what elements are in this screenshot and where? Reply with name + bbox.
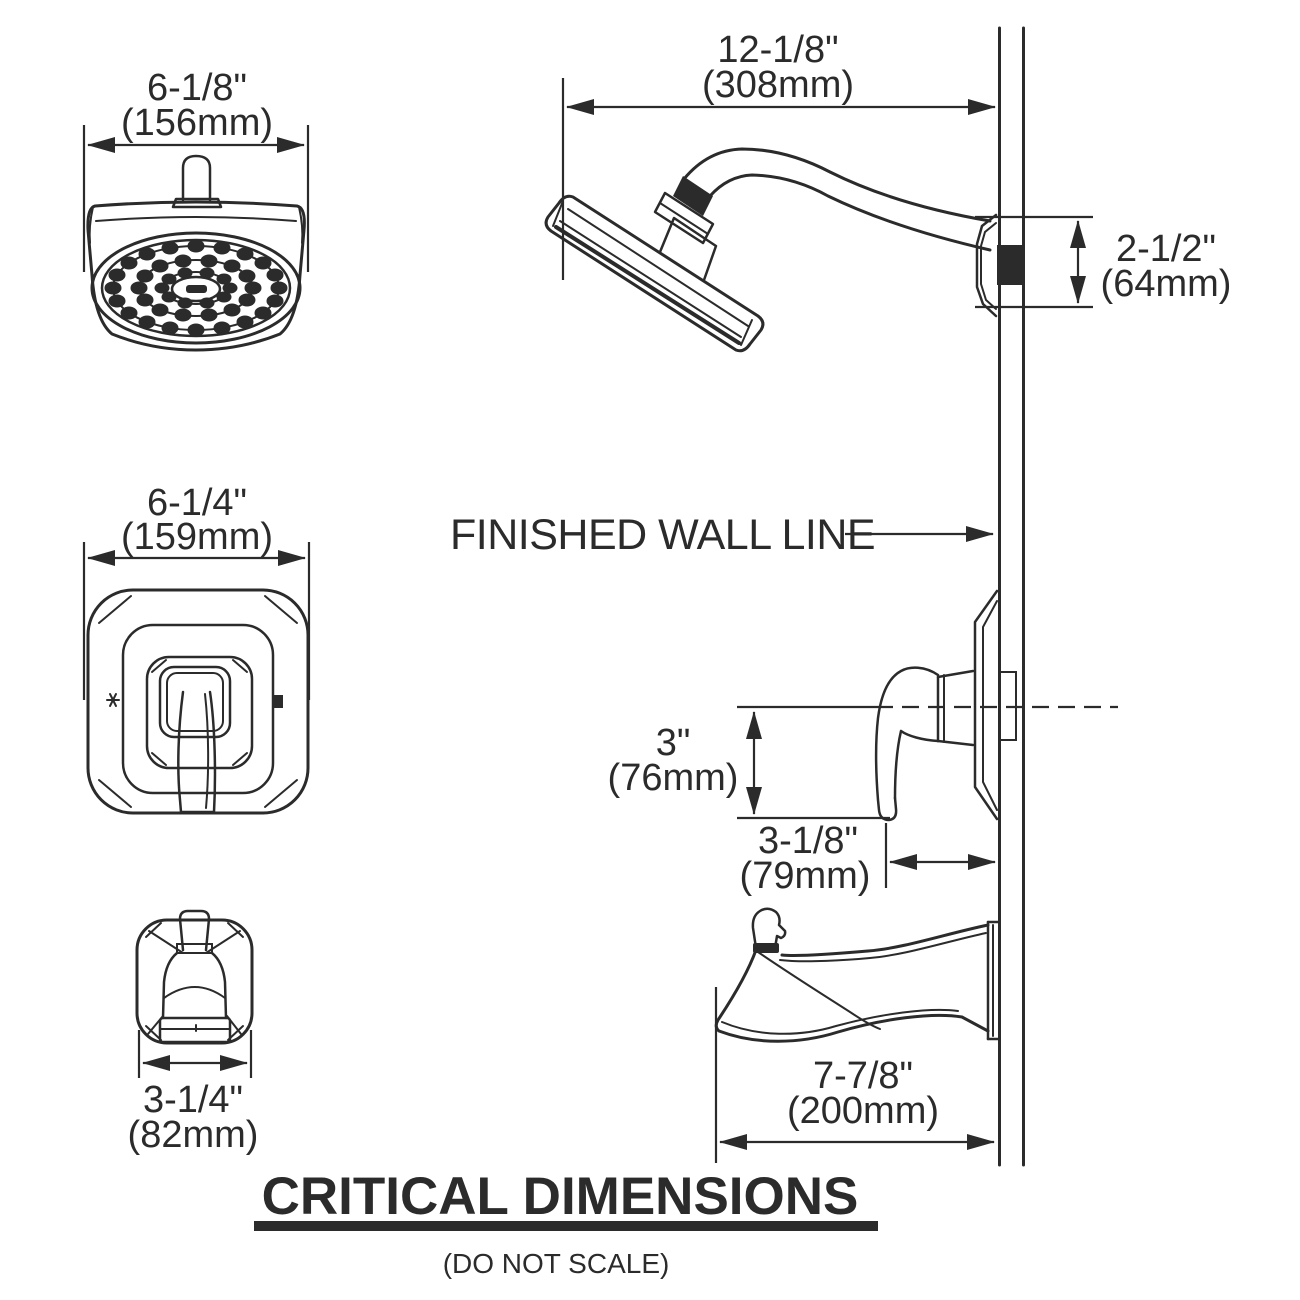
dim-handle-width: 3-1/4" (82mm) (128, 1030, 259, 1156)
handle-projection-inches: 3-1/8" (758, 820, 858, 862)
dim-shower-arm-reach: 12-1/8" (308mm) (561, 29, 996, 280)
handle-width-inches: 3-1/4" (143, 1079, 243, 1121)
spray-nozzles (104, 239, 288, 337)
handle-width-metric: (82mm) (128, 1114, 259, 1156)
dim-spout-length: 7-7/8" (200mm) (714, 987, 995, 1163)
do-not-scale-note: (DO NOT SCALE) (443, 1248, 670, 1279)
finished-wall-line-callout: FINISHED WALL LINE (450, 511, 994, 559)
dim-showerhead-width: 6-1/8" (156mm) (82, 67, 310, 272)
handle-height-metric: (76mm) (608, 757, 739, 799)
arm-drop-inches: 2-1/2" (1116, 228, 1216, 270)
showerhead-front-view (86, 154, 306, 352)
showerhead-side-view (544, 147, 1022, 353)
handle-top-view (135, 909, 254, 1045)
valve-trim-side-view (737, 589, 1118, 822)
hot-indicator-mark (273, 695, 283, 708)
dim-valve-trim-width: 6-1/4" (159mm) (82, 482, 311, 700)
spout-length-inches: 7-7/8" (813, 1055, 913, 1097)
arm-drop-metric: (64mm) (1101, 263, 1232, 305)
trim-width-inches: 6-1/4" (147, 482, 247, 524)
finished-wall-line-label: FINISHED WALL LINE (450, 511, 875, 559)
arm-reach-metric: (308mm) (702, 64, 854, 106)
showerhead-width-metric: (156mm) (121, 102, 273, 144)
handle-projection-metric: (79mm) (740, 855, 871, 897)
dim-handle-projection: 3-1/8" (79mm) (740, 820, 996, 897)
dim-shower-arm-drop: 2-1/2" (64mm) (975, 215, 1232, 309)
arm-reach-inches: 12-1/8" (717, 29, 838, 71)
handle-height-inches: 3" (656, 722, 691, 764)
showerhead-width-inches: 6-1/8" (147, 67, 247, 109)
dim-handle-height: 3" (76mm) (608, 711, 890, 820)
tub-spout-side-view (714, 907, 1001, 1043)
spout-length-metric: (200mm) (787, 1090, 939, 1132)
finished-wall-line (998, 26, 1025, 1167)
page-title: CRITICAL DIMENSIONS (262, 1167, 859, 1226)
cold-indicator-mark (106, 693, 120, 707)
title-underline (254, 1221, 878, 1231)
trim-width-metric: (159mm) (121, 516, 273, 558)
valve-trim-front-view (86, 588, 310, 815)
title-block: CRITICAL DIMENSIONS (DO NOT SCALE) (254, 1167, 878, 1279)
